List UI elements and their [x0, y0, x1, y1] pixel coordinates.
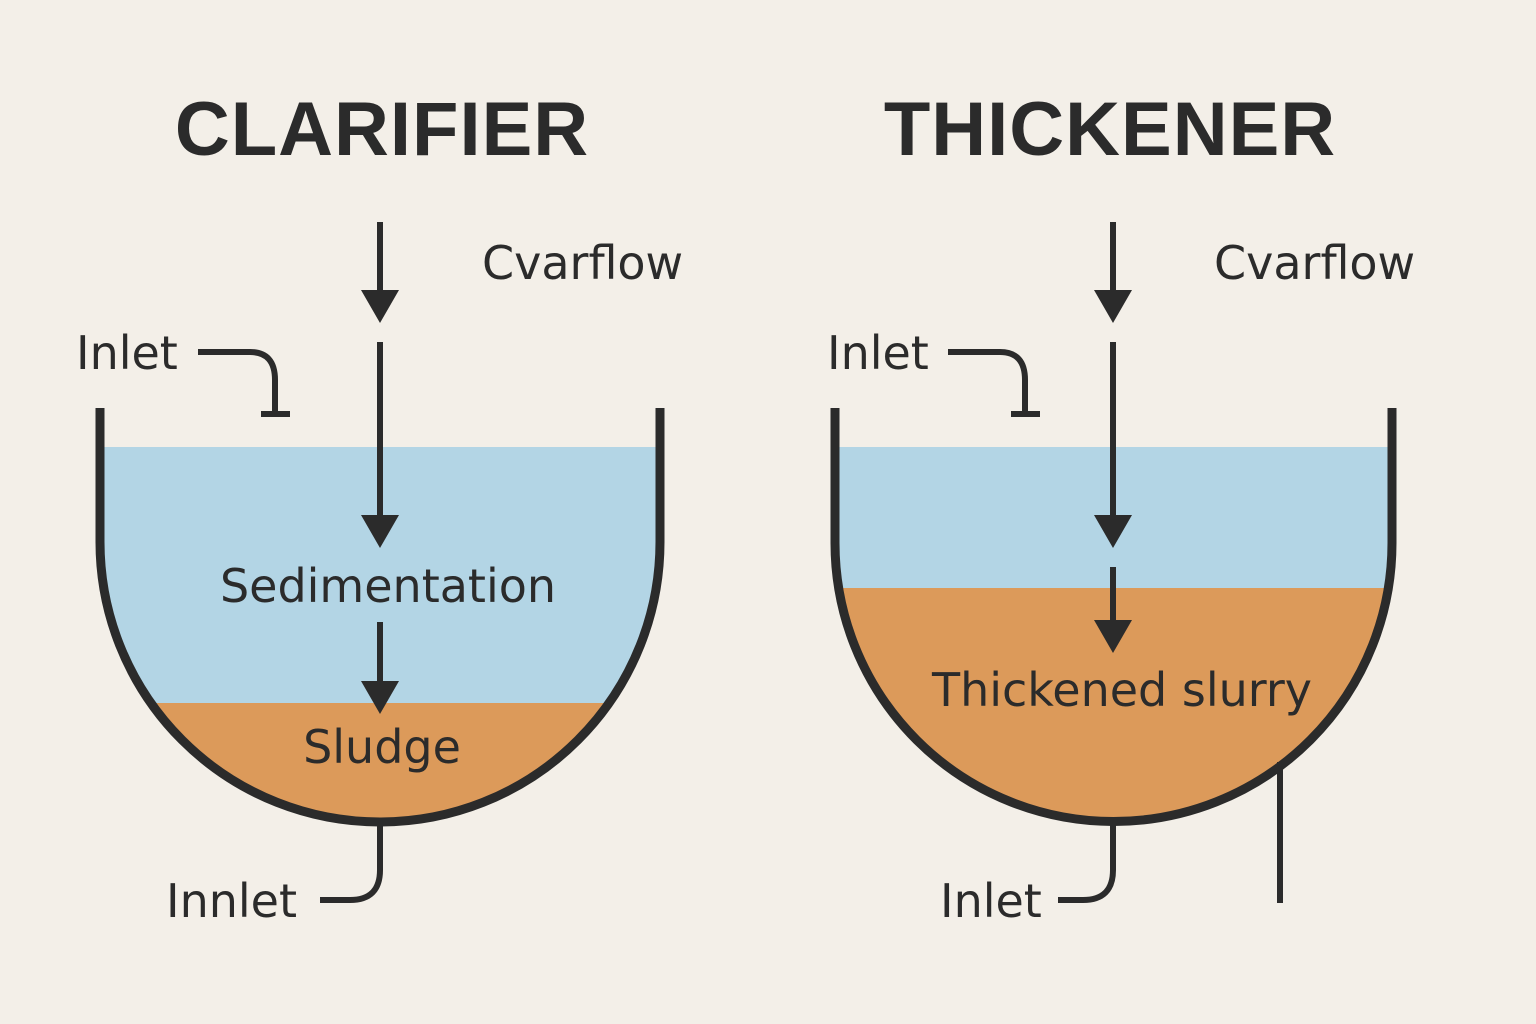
clarifier-overflow-label: Cvarflow	[482, 236, 683, 290]
clarifier-water-label: Sedimentation	[220, 559, 556, 613]
clarifier-bottom-label: Innlet	[166, 874, 297, 928]
inlet-pipe	[198, 349, 290, 417]
bottom-pipe	[320, 824, 383, 903]
thickener-inlet-label: Inlet	[827, 326, 929, 380]
thickener-slurry-label: Thickened slurry	[931, 663, 1312, 717]
bottom-pipe	[1058, 824, 1116, 903]
arrow-icon	[361, 222, 399, 714]
clarifier-title: CLARIFIER	[175, 87, 589, 172]
clarifier-tank	[95, 408, 665, 827]
clarifier-inlet-label: Inlet	[76, 326, 178, 380]
arrow-icon	[1094, 222, 1132, 653]
inlet-pipe	[948, 349, 1040, 417]
thickener-title: THICKENER	[884, 87, 1336, 172]
thickener-overflow-label: Cvarflow	[1214, 236, 1415, 290]
clarifier-sludge-label: Sludge	[303, 720, 461, 774]
thickener-bottom-label: Inlet	[940, 874, 1042, 928]
thickener-tank	[830, 408, 1397, 826]
